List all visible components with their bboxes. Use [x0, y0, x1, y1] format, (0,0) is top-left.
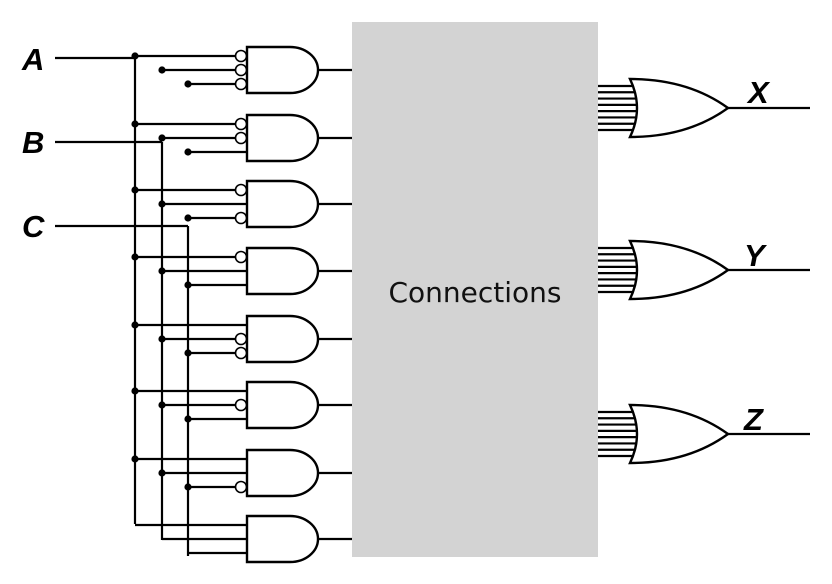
and-1-inversion-bubble-a [234, 49, 248, 63]
input-label-a: A [21, 42, 44, 77]
and-4-junction-c [184, 281, 192, 289]
and-1-junction-c [184, 80, 192, 88]
and-3-junction-b [158, 200, 166, 208]
and-4-junction-a [131, 253, 139, 261]
and-gate-3 [245, 179, 320, 229]
and-5-junction-a [131, 321, 139, 329]
output-label-x: X [746, 75, 771, 110]
and-6-inversion-bubble-b [234, 398, 248, 412]
input-label-c: C [22, 209, 45, 244]
and-gate-2 [245, 113, 320, 163]
and-5-inversion-bubble-c [234, 346, 248, 360]
and-5-junction-c [184, 349, 192, 357]
input-label-b: B [22, 125, 44, 160]
connections-box-group: Connections [352, 22, 598, 557]
and-6-junction-b [158, 401, 166, 409]
and-2-junction-c [184, 148, 192, 156]
and-1-junction-b [158, 66, 166, 74]
and-2-inversion-bubble-b [234, 131, 248, 145]
and-1-inversion-bubble-c [234, 77, 248, 91]
and-1-inversion-bubble-b [234, 63, 248, 77]
and-6-junction-a [131, 387, 139, 395]
and-2-inversion-bubble-a [234, 117, 248, 131]
and-3-inversion-bubble-a [234, 183, 248, 197]
output-label-z: Z [743, 402, 764, 437]
and-gate-4 [245, 246, 320, 296]
and-7-inversion-bubble-c [234, 480, 248, 494]
or-gate-x [628, 77, 731, 139]
labels-layer: A B C X Y Z [21, 42, 771, 437]
and-gate-1 [245, 45, 320, 95]
and-6-junction-c [184, 415, 192, 423]
or-gate-y [628, 239, 731, 301]
output-label-y: Y [744, 238, 768, 273]
and-5-junction-b [158, 335, 166, 343]
and-4-inversion-bubble-a [234, 250, 248, 264]
and-4-junction-b [158, 267, 166, 275]
and-3-inversion-bubble-c [234, 211, 248, 225]
and-5-inversion-bubble-b [234, 332, 248, 346]
and-gate-6 [245, 380, 320, 430]
and-7-junction-c [184, 483, 192, 491]
and-gate-8 [245, 514, 320, 564]
and-1-junction-a [131, 52, 139, 60]
and-7-junction-b [158, 469, 166, 477]
and-7-junction-a [131, 455, 139, 463]
and-3-junction-a [131, 186, 139, 194]
and-2-junction-a [131, 120, 139, 128]
gates-layer [131, 45, 731, 564]
connections-box-label: Connections [388, 276, 561, 309]
connections-box [352, 22, 598, 557]
and-2-junction-b [158, 134, 166, 142]
or-gate-z [628, 403, 731, 465]
and-gate-5 [245, 314, 320, 364]
and-3-junction-c [184, 214, 192, 222]
and-gate-7 [245, 448, 320, 498]
